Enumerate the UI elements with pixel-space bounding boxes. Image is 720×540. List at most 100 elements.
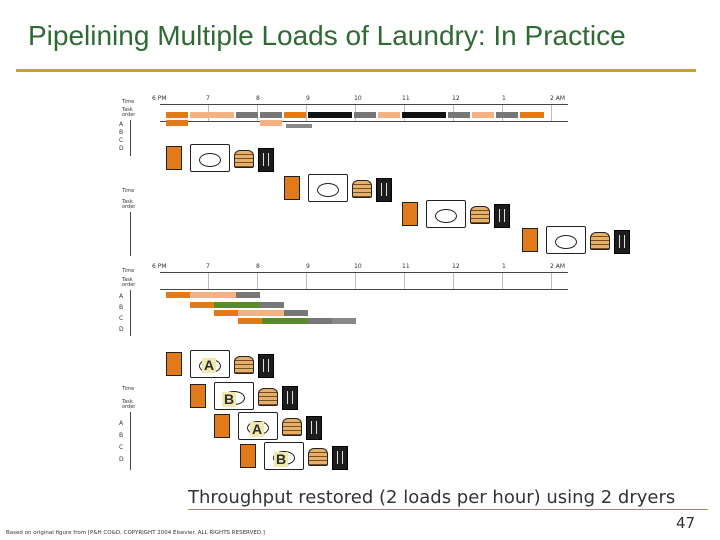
tick-label: 10 [354, 263, 362, 270]
closet-icon [376, 178, 392, 202]
basket-icon [190, 384, 206, 408]
task-row-label: B [119, 304, 123, 311]
stage-bar [260, 120, 282, 126]
title-underline [16, 69, 696, 72]
time-label: Time [122, 99, 134, 105]
task-row-label: D [119, 326, 124, 333]
figure-credit: Based on original figure from [P&H CO&D,… [6, 530, 265, 536]
task-row-label: C [119, 444, 123, 451]
dryer-label: B [274, 452, 288, 467]
stage-bar [190, 292, 236, 298]
task-row-label: B [119, 432, 123, 439]
task-row-label: A [119, 293, 123, 300]
tick-label: 6 PM [152, 95, 167, 102]
dryer-label: A [250, 422, 264, 437]
stage-bar [166, 112, 188, 118]
stage-bar [260, 112, 282, 118]
page-number: 47 [676, 514, 695, 532]
time-label: Time [122, 386, 134, 392]
tick-label: 9 [306, 263, 310, 270]
stage-bar [378, 112, 400, 118]
tick-label: 7 [206, 95, 210, 102]
tick-label: 12 [452, 95, 460, 102]
tick-label: 11 [402, 263, 410, 270]
basket-icon [522, 228, 538, 252]
tick-label: 11 [402, 95, 410, 102]
time-label: Time [122, 188, 134, 194]
stage-bar [448, 112, 470, 118]
folded-clothes-icon [308, 448, 328, 466]
task-axis [130, 120, 131, 156]
basket-icon [166, 352, 182, 376]
task-row-label: A [119, 121, 123, 128]
stage-bar [284, 112, 306, 118]
folded-clothes-icon [234, 356, 254, 374]
order-label: Task order [122, 200, 146, 210]
order-label: Task order [122, 278, 146, 288]
closet-icon [494, 204, 510, 228]
stage-bar [354, 112, 376, 118]
slide-caption: Throughput restored (2 loads per hour) u… [188, 487, 675, 508]
tick-label: 8 [256, 95, 260, 102]
task-axis [130, 412, 131, 470]
stage-bar [496, 112, 518, 118]
washer-icon [190, 144, 230, 172]
tick-label: 12 [452, 263, 460, 270]
order-label: Task order [122, 400, 146, 410]
tick-label: 2 AM [550, 95, 565, 102]
order-label: Task order [122, 108, 146, 118]
stage-bar [262, 318, 308, 324]
task-axis [130, 212, 131, 256]
bottom-timeline: 6 PM 7 8 9 10 11 12 1 2 AM [160, 272, 568, 290]
dryer-label: A [202, 358, 216, 373]
closet-icon [258, 354, 274, 378]
stage-bar [190, 112, 234, 118]
stage-bar [332, 318, 356, 324]
stage-bar [284, 310, 308, 316]
tick-label: 1 [502, 263, 506, 270]
caption-underline [188, 509, 708, 510]
basket-icon [284, 176, 300, 200]
stage-bar [214, 310, 238, 316]
stage-bar [166, 120, 188, 126]
folded-clothes-icon [470, 206, 490, 224]
tick-label: 8 [256, 263, 260, 270]
tick-label: 2 AM [550, 263, 565, 270]
folded-clothes-icon [234, 150, 254, 168]
slide-title: Pipelining Multiple Loads of Laundry: In… [28, 20, 628, 52]
task-row-label: C [119, 137, 123, 144]
tick-label: 6 PM [152, 263, 167, 270]
tick-label: 9 [306, 95, 310, 102]
closet-icon [282, 386, 298, 410]
time-label: Time [122, 268, 134, 274]
basket-icon [402, 202, 418, 226]
closet-icon [614, 230, 630, 254]
folded-clothes-icon [258, 388, 278, 406]
folded-clothes-icon [352, 180, 372, 198]
stage-bar [190, 302, 214, 308]
task-row-label: A [119, 420, 123, 427]
stage-bar [520, 112, 544, 118]
dryer-label: B [222, 392, 236, 407]
tick-label: 10 [354, 95, 362, 102]
closet-icon [258, 148, 274, 172]
stage-bar [166, 292, 190, 298]
tick-label: 7 [206, 263, 210, 270]
task-row-label: D [119, 145, 124, 152]
folded-clothes-icon [590, 232, 610, 250]
basket-icon [166, 146, 182, 170]
stage-bar [238, 318, 262, 324]
tick-label: 1 [502, 95, 506, 102]
washer-icon [546, 226, 586, 254]
stage-bar [286, 124, 312, 128]
stage-bar [308, 112, 352, 118]
stage-bar [238, 310, 284, 316]
stage-bar [402, 112, 446, 118]
stage-bar [472, 112, 494, 118]
stage-bar [260, 302, 284, 308]
stage-bar [236, 292, 260, 298]
task-axis [130, 290, 131, 336]
stage-bar [308, 318, 332, 324]
folded-clothes-icon [282, 418, 302, 436]
washer-icon [426, 200, 466, 228]
